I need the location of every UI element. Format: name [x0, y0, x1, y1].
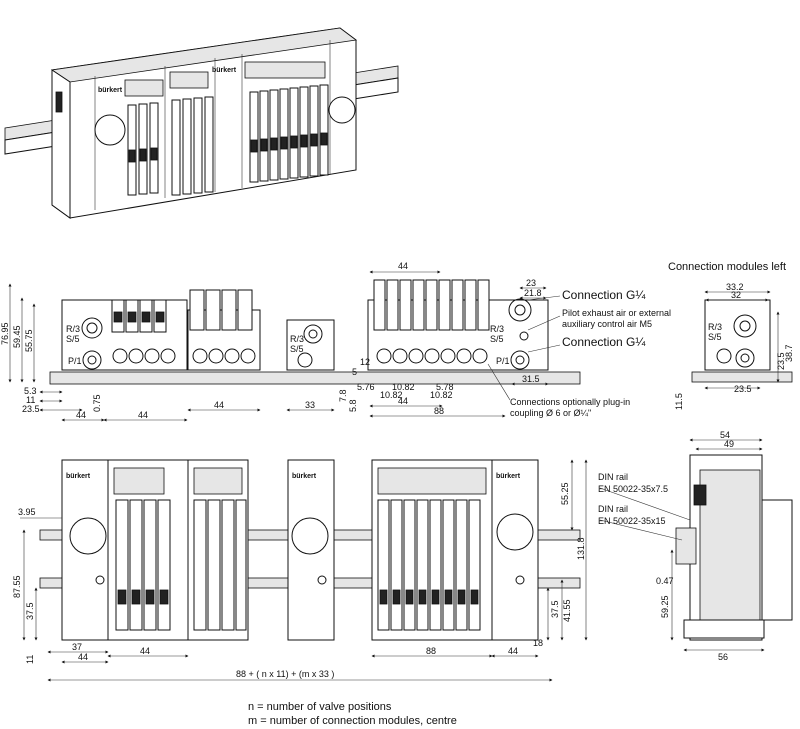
- dim-23-5-v: 23.5: [776, 352, 786, 370]
- dim-0-75: 0.75: [92, 394, 102, 412]
- port-rs: R/3: [66, 324, 80, 334]
- port-ss: S/5: [66, 334, 80, 344]
- dim-3-95: 3.95: [18, 507, 36, 517]
- dim-23: 23: [526, 278, 536, 288]
- dim-5-8: 5.8: [348, 399, 358, 412]
- callout-plugin-2: coupling Ø 6 or Ø¼": [510, 408, 591, 418]
- dim-44-b: 44: [138, 410, 148, 420]
- dim-37-5-a: 37.5: [25, 602, 35, 620]
- svg-text:bürkert: bürkert: [292, 473, 317, 480]
- dim-37: 37: [72, 642, 82, 652]
- dim-33: 33: [305, 400, 315, 410]
- callout-connection-g14-top: Connection G¼: [562, 288, 646, 302]
- dim-23-5: 23.5: [22, 404, 40, 414]
- dim-44-a: 44: [76, 410, 86, 420]
- svg-text:R/3: R/3: [708, 322, 722, 332]
- dim-10-82-b: 10.82: [380, 390, 403, 400]
- dim-44-c: 44: [214, 400, 224, 410]
- side-ports: [81, 298, 532, 370]
- svg-text:bürkert: bürkert: [212, 67, 237, 74]
- end-view: 54 49 59.25 0.47 56 DIN rail EN 50022-35…: [598, 430, 793, 662]
- dim-88-front: 88: [426, 646, 436, 656]
- dim-10-82-c: 10.82: [430, 390, 453, 400]
- connection-modules-left-view: Connection modules left R/3 S/5 33.2 32 …: [668, 261, 794, 410]
- iso-valves: [127, 84, 329, 196]
- din-rail-a-1: DIN rail: [598, 472, 628, 482]
- din-rail-a-2: EN 50022-35x7.5: [598, 484, 668, 494]
- svg-text:bürkert: bürkert: [496, 473, 521, 480]
- callout-pilot-2: auxiliary control air M5: [562, 319, 652, 329]
- dim-38-7: 38.7: [784, 344, 794, 362]
- dim-h1: 76.95: [0, 322, 10, 345]
- dim-44-top: 44: [398, 261, 408, 271]
- dim-18: 18: [533, 638, 543, 648]
- side-valves: [111, 279, 490, 333]
- dim-10-82-a: 10.82: [392, 382, 415, 392]
- dim-41-55: 41.55: [562, 599, 572, 622]
- dim-37-5-b: 37.5: [550, 600, 560, 618]
- dim-33-2: 33.2: [726, 282, 744, 292]
- dim-h3: 55.75: [24, 329, 34, 352]
- svg-text:S/5: S/5: [708, 332, 722, 342]
- dim-88: 88: [434, 406, 444, 416]
- din-rail-side: [49, 371, 581, 385]
- din-rail-b-1: DIN rail: [598, 504, 628, 514]
- callout-plugin-1: Connections optionally plug-in: [510, 397, 630, 407]
- iso-cover-right: [328, 96, 356, 124]
- dim-32: 32: [731, 290, 741, 300]
- dim-7-8: 7.8: [338, 389, 348, 402]
- callout-connection-g14-bottom: Connection G¼: [562, 335, 646, 349]
- svg-text:bürkert: bürkert: [66, 473, 91, 480]
- legend-n: n = number of valve positions: [248, 701, 392, 713]
- dim-5: 5: [352, 367, 357, 377]
- dim-0-47: 0.47: [656, 576, 674, 586]
- din-rail-b-2: EN 50022-35x15: [598, 516, 666, 526]
- side-view: R/3 S/5 P/1 R/3 S/5 R/3 S/5 P/1 76.95 59…: [0, 261, 671, 422]
- dim-11: 11: [26, 395, 35, 405]
- dim-59-25: 59.25: [660, 595, 670, 618]
- callout-pilot-1: Pilot exhaust air or external: [562, 308, 671, 318]
- dim-54: 54: [720, 430, 730, 440]
- port-p: P/1: [68, 356, 82, 366]
- svg-text:R/3: R/3: [490, 324, 504, 334]
- dim-44-front-b: 44: [140, 646, 150, 656]
- front-valves: [115, 499, 481, 631]
- svg-text:P/1: P/1: [496, 356, 510, 366]
- dim-44-mid: 44: [398, 396, 408, 406]
- dim-44-front-a: 44: [78, 652, 88, 662]
- dim-55-25: 55.25: [560, 482, 570, 505]
- dim-5-78: 5.78: [436, 382, 454, 392]
- dim-12: 12: [360, 357, 370, 367]
- front-view: bürkert bürkert bürkert: [12, 459, 588, 682]
- dim-44-front-c: 44: [508, 646, 518, 656]
- svg-text:S/5: S/5: [290, 344, 304, 354]
- dim-21-8: 21.8: [524, 288, 542, 298]
- logo-text: bürkert: [98, 87, 123, 94]
- legend-m: m = number of connection modules, centre: [248, 715, 457, 727]
- iso-cover-left: [94, 114, 126, 146]
- dim-49: 49: [724, 439, 734, 449]
- legend: n = number of valve positions m = number…: [248, 701, 457, 727]
- svg-text:S/5: S/5: [490, 334, 504, 344]
- dim-31-5: 31.5: [522, 374, 540, 384]
- dim-5-76: 5.76: [357, 382, 375, 392]
- dim-h2: 59.45: [12, 325, 22, 348]
- dim-131-8: 131.8: [576, 537, 586, 560]
- dim-87-55: 87.55: [12, 575, 22, 598]
- title-connection-modules-left: Connection modules left: [668, 261, 786, 273]
- front-end-right: [491, 459, 539, 641]
- isometric-view: bürkert bürkert bürkert: [4, 27, 399, 219]
- dim-formula: 88 + ( n x 11) + (m x 33 ): [236, 669, 334, 679]
- dim-11-5: 11.5: [674, 393, 684, 410]
- dim-11-front: 11: [25, 655, 35, 664]
- dim-56: 56: [718, 652, 728, 662]
- dim-23-5-h: 23.5: [734, 384, 752, 394]
- dim-5-3: 5.3: [24, 386, 37, 396]
- svg-text:R/3: R/3: [290, 334, 304, 344]
